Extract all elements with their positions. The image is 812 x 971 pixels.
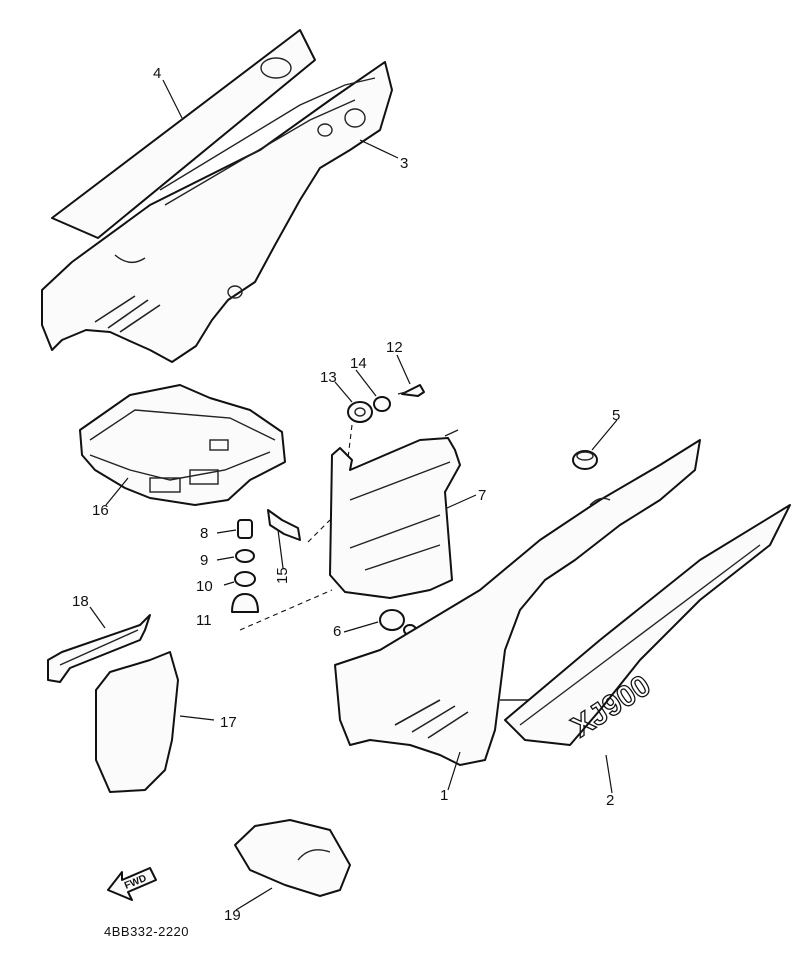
callout-3: 3 <box>400 155 408 172</box>
callout-4: 4 <box>153 65 161 82</box>
callout-15: 15 <box>274 567 291 584</box>
callout-7: 7 <box>478 487 486 504</box>
callout-9: 9 <box>200 552 208 569</box>
callout-12: 12 <box>386 339 403 356</box>
callout-14: 14 <box>350 355 367 372</box>
part-16-bracket <box>79 384 286 506</box>
callout-17: 17 <box>220 714 237 731</box>
part-4-decal <box>51 29 316 239</box>
part-11-cap <box>231 593 259 613</box>
callout-5: 5 <box>612 407 620 424</box>
callout-16: 16 <box>92 502 109 519</box>
callout-8: 8 <box>200 525 208 542</box>
callout-10: 10 <box>196 578 213 595</box>
part-17-pouch <box>95 651 179 793</box>
callout-11: 11 <box>196 612 212 629</box>
part-5-damper <box>572 450 598 470</box>
part-15-clip <box>267 509 301 541</box>
fwd-arrow-icon: FWD <box>107 867 157 901</box>
callout-19: 19 <box>224 907 241 924</box>
part-10-nut <box>234 571 256 587</box>
drawing-number: 4BB332-2220 <box>104 924 189 939</box>
part-18-strap <box>47 614 151 683</box>
part-14-collar <box>373 396 391 412</box>
callout-13: 13 <box>320 369 337 386</box>
leader-lines <box>89 79 618 911</box>
callout-18: 18 <box>72 593 89 610</box>
part-9-washer <box>235 549 255 563</box>
callouts: 1 2 3 4 5 6 7 8 9 10 11 12 13 14 15 16 1… <box>72 65 620 924</box>
callout-2: 2 <box>606 792 614 809</box>
part-3-left-cover <box>41 61 393 363</box>
part-13-grommet <box>347 401 373 423</box>
callout-1: 1 <box>440 787 448 804</box>
part-8-bolt <box>237 519 253 539</box>
callout-6: 6 <box>333 623 341 640</box>
part-12-bolt <box>397 384 425 397</box>
part-7-tool-box <box>329 429 461 599</box>
part-19-pad <box>234 819 351 897</box>
